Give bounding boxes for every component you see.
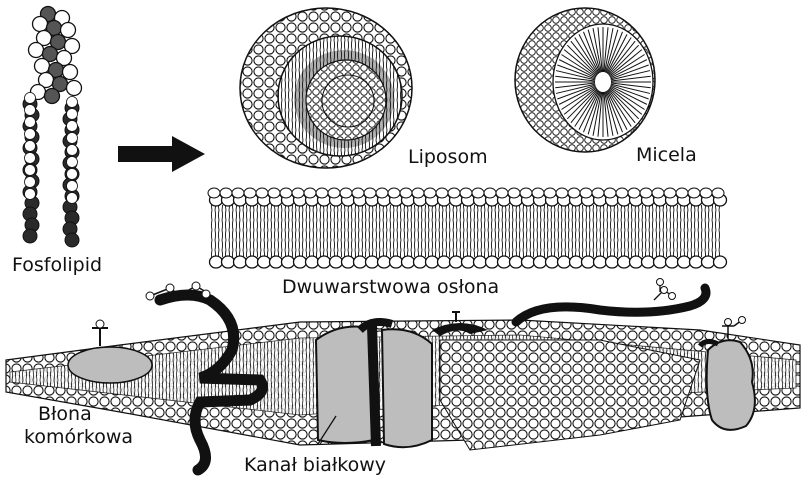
right-arrow-icon [118,136,205,172]
micelle-illustration [515,8,655,152]
liposome-label: Liposom [408,148,488,167]
protein-channel-label: Kanał białkowy [244,456,386,475]
phospholipid-molecule [23,7,82,248]
bilayer-sheet [208,188,727,268]
bilayer-label: Dwuwarstwowa osłona [282,278,499,297]
cell-membrane-label-line1: Błona [38,405,92,424]
micelle-label: Micela [636,146,697,165]
phospholipid-label: Fosfolipid [12,256,102,275]
liposome-illustration [240,8,412,168]
cell-membrane-label-line2: komórkowa [24,428,133,447]
